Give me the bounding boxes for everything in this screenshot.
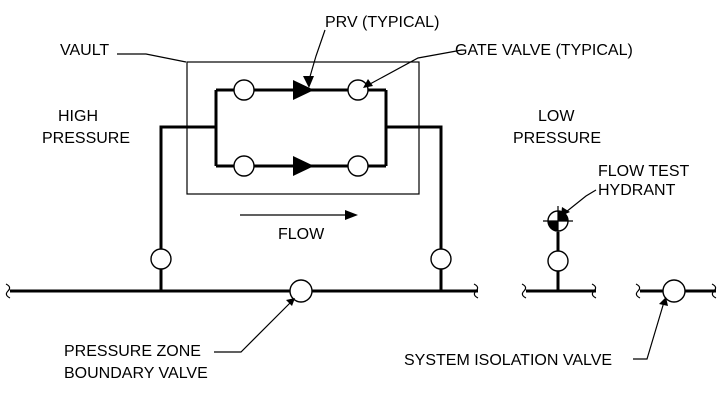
gate-valve-bottom-left — [233, 155, 255, 177]
flow-label: FLOW — [278, 226, 325, 243]
gate-valve-top-right — [347, 79, 369, 101]
system-isolation-valve — [662, 279, 686, 303]
boundary-valve-label-line2: BOUNDARY VALVE — [64, 365, 208, 382]
low-pressure-label-line1: LOW — [538, 108, 575, 125]
riser-valve-left — [150, 248, 172, 270]
vault-box — [186, 61, 420, 195]
high-pressure-label-line1: HIGH — [58, 108, 98, 125]
prv-bottom-icon — [293, 156, 314, 176]
left-riser-pipe — [159, 125, 216, 291]
flow-test-label-line2: HYDRANT — [598, 182, 676, 199]
flow-test-label-line1: FLOW TEST — [598, 163, 689, 180]
pressure-zone-boundary-valve — [289, 279, 313, 303]
low-pressure-label-line2: PRESSURE — [513, 130, 601, 147]
vault-label: VAULT — [60, 42, 109, 59]
prv-label: PRV (TYPICAL) — [325, 14, 439, 31]
right-riser-pipe — [386, 125, 443, 291]
boundary-valve-label-line1: PRESSURE ZONE — [64, 343, 201, 360]
gate-valve-top-left — [233, 79, 255, 101]
flow-arrow — [240, 210, 358, 220]
high-pressure-label-line2: PRESSURE — [42, 130, 130, 147]
flow-test-hydrant-icon — [543, 206, 573, 236]
prv-top-icon — [293, 80, 314, 100]
gate-valve-bottom-right — [347, 155, 369, 177]
isolation-valve-label: SYSTEM ISOLATION VALVE — [404, 352, 612, 369]
gate-valve-label: GATE VALVE (TYPICAL) — [455, 42, 633, 59]
riser-valve-right — [430, 248, 452, 270]
hydrant-valve — [547, 250, 569, 272]
leader-lines — [117, 29, 668, 360]
main-pipe — [5, 283, 479, 299]
prv-branches — [214, 88, 388, 168]
